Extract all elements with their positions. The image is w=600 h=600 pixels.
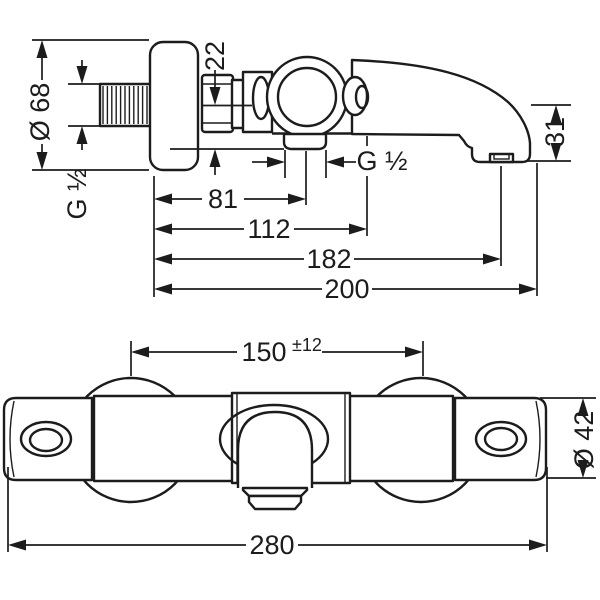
escutcheon-plate [148,40,200,172]
inlet-pipe-body [98,82,155,128]
label-outlet-thread: G ½ [356,146,407,176]
front-view: 150 ±12 Ø 42 280 [2,335,599,560]
spout [350,58,532,164]
handle-dome [236,410,314,488]
label-spacing-tolerance: ±12 [292,335,322,355]
label-overall-width: 280 [249,530,294,560]
label-depth-200: 200 [324,274,369,304]
label-spacing-150: 150 [241,337,286,367]
side-view-dimensions: Ø 68 G ½ 22 G ½ 31 81 112 182 200 [25,39,571,304]
right-end-cap [453,396,548,482]
side-view: Ø 68 G ½ 22 G ½ 31 81 112 182 200 [25,39,571,304]
aerator-inner [493,153,510,160]
label-escutcheon-diameter: Ø 68 [25,83,55,142]
front-view-dimensions: 150 ±12 Ø 42 280 [7,335,599,560]
left-end-cap [2,396,94,482]
union-nut [200,73,235,134]
diverter-knob-inner [354,84,370,110]
inlet-pipe [98,82,155,128]
label-body-diameter: Ø 42 [569,411,599,470]
thread-hatching [102,86,148,124]
handle-inner-circle [276,66,338,128]
label-spout-height-31: 31 [540,117,570,147]
label-inlet-thread: G ½ [62,168,92,219]
label-offset-22: 22 [200,41,230,71]
label-depth-112: 112 [247,214,290,244]
left-cap-oval [19,420,73,458]
handle-foot-lower [247,494,303,511]
label-depth-182: 182 [306,244,351,274]
shower-outlet [282,132,328,151]
right-cap-oval [474,420,528,458]
label-depth-81: 81 [208,184,238,214]
